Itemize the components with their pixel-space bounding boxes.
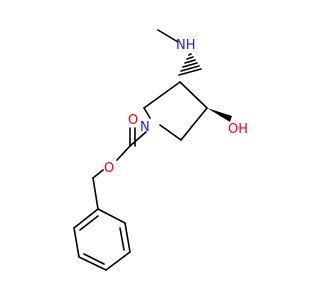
bond-c2-n1 [159, 124, 182, 141]
ring-nitrogen-label: N [140, 120, 150, 135]
bond-c4-c3 [179, 81, 208, 109]
bond-c3-c2 [180, 107, 208, 141]
benzene-ring [73, 208, 131, 271]
chemical-structure: NH N OH O O [73, 29, 248, 271]
bond-ch2-phenyl [92, 177, 99, 210]
ester-oxygen-label: O [104, 161, 114, 176]
hydroxyl-label: OH [228, 122, 248, 137]
stereo-wedge-bond-oh [207, 108, 232, 122]
carbonyl-oxygen-label: O [128, 113, 138, 128]
amine-label: NH [176, 38, 196, 53]
bond-ester-o-ch2 [92, 169, 104, 179]
bond-c5-c4 [143, 81, 181, 109]
bond-carbonyl-ester-o [116, 145, 131, 161]
bond-methyl-nh [157, 29, 179, 43]
bond-n1-carbonyl [129, 131, 147, 147]
stereo-hash-bond-nh [178, 53, 202, 76]
bond-c5-n1 [143, 107, 151, 119]
